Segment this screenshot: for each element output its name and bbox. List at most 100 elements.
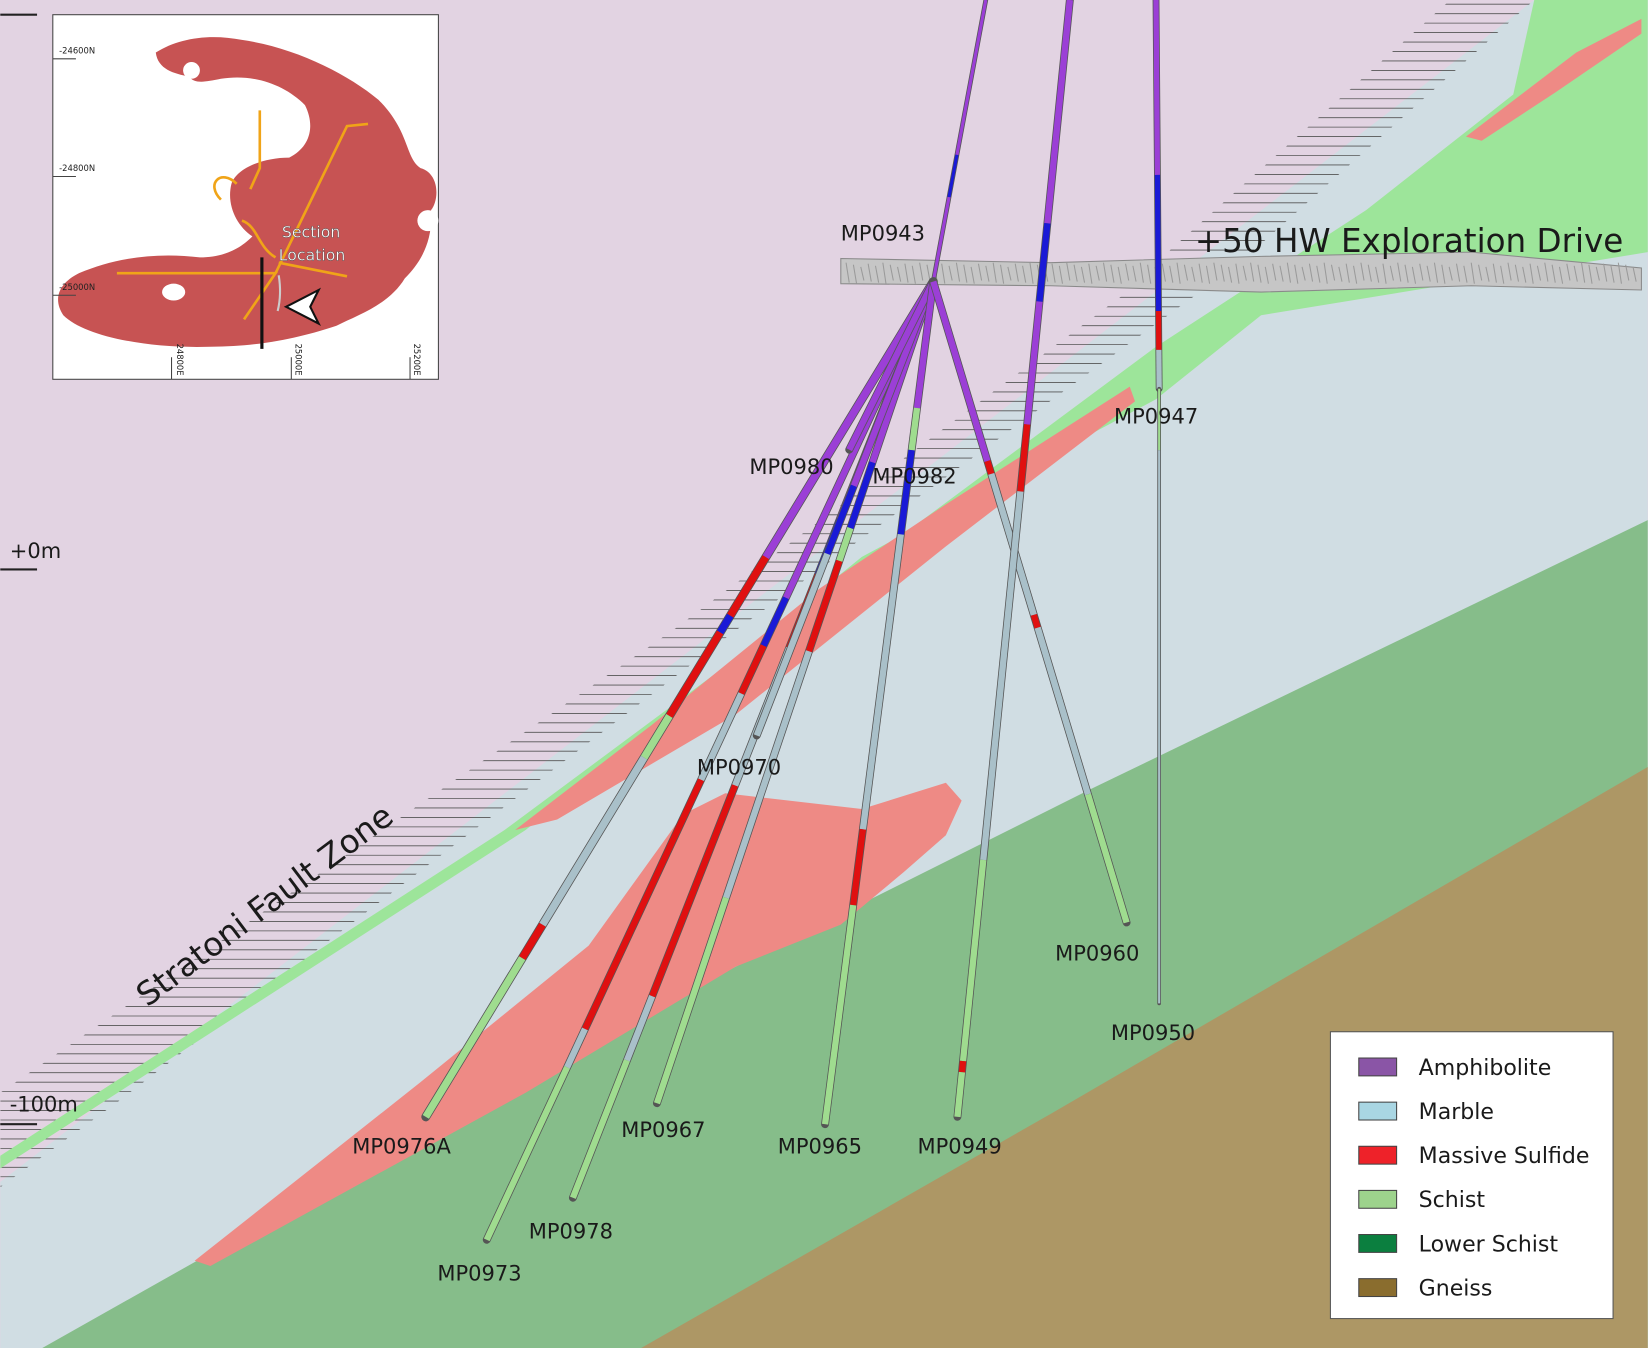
legend-swatch <box>1358 1234 1398 1253</box>
drillhole-interval <box>908 407 921 451</box>
drillhole-MP0980[interactable] <box>845 277 938 454</box>
drillhole-MP0949[interactable] <box>953 0 1074 1121</box>
drillhole-interval <box>980 491 1024 861</box>
drillhole-interval <box>569 1059 630 1199</box>
location-inset: Section Location -24600N -24800N -25000N… <box>52 14 439 380</box>
drillhole-interval <box>930 280 991 462</box>
legend-label: Massive Sulfide <box>1419 1144 1590 1169</box>
drillhole-interval <box>897 449 915 535</box>
legend-swatch <box>1358 1101 1398 1121</box>
drillhole-MP0976A[interactable] <box>421 277 938 1122</box>
hole-label: MP0965 <box>778 1134 862 1159</box>
legend-label: Marble <box>1419 1100 1494 1125</box>
drillhole-interval <box>836 527 854 562</box>
drillhole-interval <box>649 784 738 998</box>
drillhole-interval <box>1154 174 1162 312</box>
drillhole-MP0943[interactable] <box>930 0 989 284</box>
drillhole-interval <box>931 196 951 282</box>
legend-swatch <box>1358 1189 1398 1209</box>
legend-swatch <box>1358 1145 1398 1165</box>
underground-workings <box>116 110 369 321</box>
drillhole-MP0973[interactable] <box>482 277 938 1244</box>
legend-label: Amphibolite <box>1419 1056 1552 1081</box>
easting-label: 25000E <box>294 344 304 376</box>
drillholes <box>421 0 1163 1244</box>
legend-item: Amphibolite <box>1358 1056 1552 1081</box>
drillhole-interval <box>539 755 648 927</box>
hole-label: MP0976A <box>352 1134 451 1159</box>
drillhole-interval <box>564 1027 588 1069</box>
drillhole-interval <box>519 922 546 961</box>
drillhole-interval <box>422 956 526 1119</box>
drillhole-interval <box>483 1065 570 1242</box>
hole-label: MP0943 <box>841 221 925 246</box>
drillhole-MP0947[interactable] <box>1152 0 1163 393</box>
legend-label: Lower Schist <box>1419 1232 1559 1257</box>
drillhole-MP0967[interactable] <box>653 277 938 1108</box>
schist-zone <box>0 0 1648 1169</box>
drillhole-interval <box>1023 301 1043 425</box>
drillhole-interval <box>666 630 724 718</box>
drillhole-MP0965[interactable] <box>821 277 938 1129</box>
drillhole-interval <box>1017 424 1031 492</box>
northing-label: -24800N <box>59 163 95 173</box>
view-arrow-icon <box>283 287 322 327</box>
legend-swatch <box>1358 1278 1398 1298</box>
drillhole-interval <box>846 280 937 452</box>
drillhole-interval <box>954 1071 966 1118</box>
northing-label: -25000N <box>59 282 95 292</box>
section-label: Location <box>279 246 346 265</box>
legend-swatch <box>1358 1057 1398 1077</box>
drillhole-interval <box>698 692 745 782</box>
drillhole-interval <box>913 281 937 409</box>
drillhole-interval <box>959 859 987 1062</box>
drillhole-interval <box>675 778 704 830</box>
drillhole-interval <box>738 644 767 695</box>
drillhole-interval <box>947 154 959 198</box>
northing-label: -24600N <box>59 46 95 56</box>
drillhole-interval <box>723 650 812 899</box>
hole-label: MP0967 <box>621 1117 705 1142</box>
drillhole-interval <box>1034 626 1091 796</box>
easting-label: 25200E <box>412 344 422 376</box>
hole-label: MP0947 <box>1114 403 1198 428</box>
legend-item: Massive Sulfide <box>1358 1144 1590 1169</box>
drillhole-interval <box>824 484 857 556</box>
orebody-plan <box>58 37 437 347</box>
hole-label: MP0982 <box>872 463 956 488</box>
legend-item: Marble <box>1358 1100 1494 1125</box>
drillhole-interval <box>1036 223 1051 302</box>
legend-item: Schist <box>1358 1188 1486 1213</box>
sulfide-lens-lower <box>194 782 962 1267</box>
hole-label: MP0949 <box>918 1134 1002 1159</box>
sulfide-lens-top <box>1465 18 1642 141</box>
legend-item: Lower Schist <box>1358 1232 1559 1257</box>
drillhole-interval <box>760 596 789 648</box>
drillhole-interval <box>624 995 656 1062</box>
drillhole-interval <box>727 555 769 618</box>
drillhole-interval <box>653 896 730 1105</box>
drillhole-interval <box>1030 613 1041 629</box>
drillhole-interval <box>753 552 831 737</box>
easting-label: 24800E <box>175 344 185 376</box>
drive-label: +50 HW Exploration Drive <box>1195 222 1623 260</box>
legend-label: Schist <box>1419 1188 1486 1213</box>
drillhole-interval <box>955 0 988 156</box>
hole-label: MP0973 <box>437 1261 521 1286</box>
legend-item: Gneiss <box>1358 1276 1492 1301</box>
drillhole-interval <box>1084 793 1130 924</box>
drillhole-interval <box>582 826 682 1031</box>
drillhole-interval <box>640 714 673 760</box>
hole-label: MP0980 <box>749 454 833 479</box>
elevation-label-0m: +0m <box>10 538 61 563</box>
drillhole-interval <box>1153 0 1161 175</box>
drillhole-interval <box>805 559 843 653</box>
drillhole-interval <box>850 828 867 906</box>
drillhole-interval <box>821 904 857 1125</box>
drillhole-interval <box>1044 0 1073 224</box>
drillhole-interval <box>716 613 734 635</box>
hole-label: MP0970 <box>697 754 781 779</box>
drillhole-interval <box>859 533 904 830</box>
